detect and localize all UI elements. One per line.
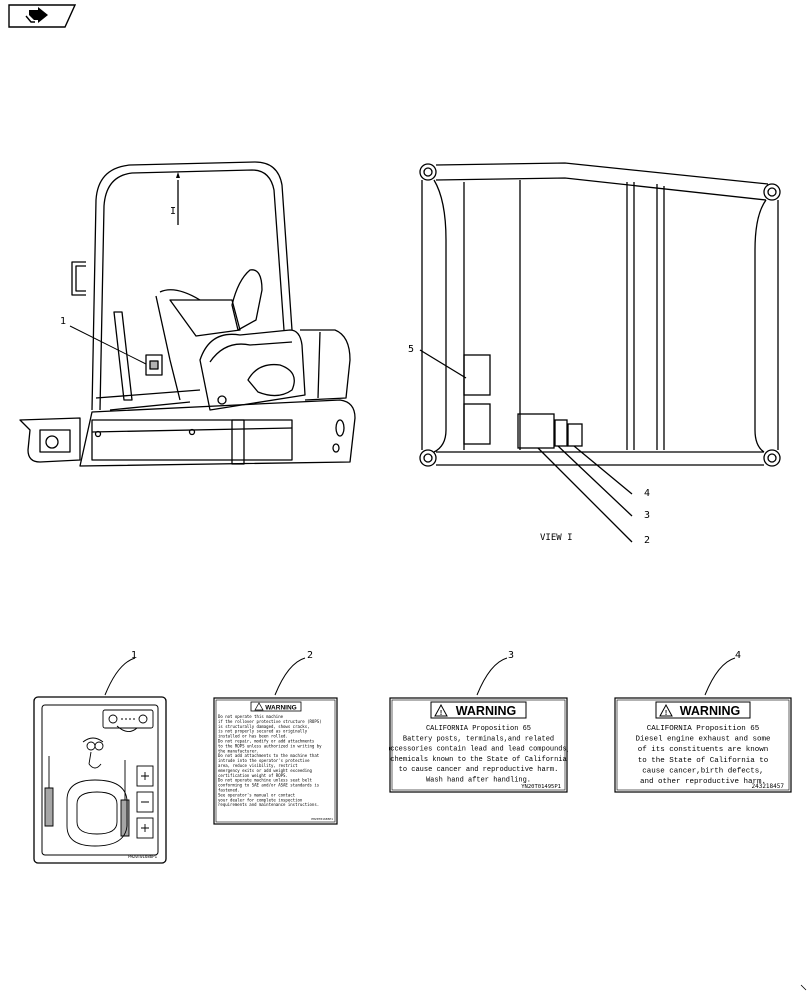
decal4-line: cause cancer,birth defects, [642,767,764,775]
decal2-line: Do not operate this machine [218,714,284,719]
decal3-line: Wash hand after handling. [426,777,531,785]
decal-1: PH20T01686P1 [33,696,167,864]
decal3-line: accessories contain lead and lead compou… [389,746,568,754]
decal2-line: intrude into the operator's protective [218,758,310,763]
decal2-line: Do not repair, modify or add attachments [218,739,315,744]
decal2-line: See operator's manual or contact [218,792,296,797]
decal-4-label: 4 [735,650,742,661]
decal-4: ! WARNING CALIFORNIA Proposition 65 Diese… [614,697,792,793]
decal-3-header: WARNING [456,704,516,718]
decal2-line: area, reduce visibility, restrict [218,763,298,768]
decal-1-part-number: PH20T01686P1 [128,854,157,859]
callout-3: 3 [644,510,651,521]
decal-2-leader [270,655,310,697]
operator-controls-pictogram: PH20T01686P1 [33,696,167,864]
svg-text:!: ! [440,710,442,717]
view-i-frame: 5 4 3 2 VIEW I [400,150,800,550]
decal4-line: of its constituents are known [638,746,769,754]
decal-3-label: 3 [508,650,515,661]
decal2-line: conforming to SAE and/or ASAE standards … [218,783,320,788]
decal2-line: emergency exits or add weight exceeding [218,768,313,773]
decal2-line: is structurally damaged, shows cracks, [218,724,310,729]
decal2-line: to the ROPS unless authorized in writing… [218,743,322,748]
corner-mark [800,984,808,992]
decal-2-header: WARNING [265,705,296,712]
decal2-line: fastened. [218,788,240,793]
decal2-line: if the rollover protective structure (RO… [218,719,322,724]
decal4-line: CALIFORNIA Proposition 65 [647,725,760,733]
callout-5: 5 [408,344,415,355]
decal-4-leader [700,655,740,697]
decal2-line: installed or has been rolled. [218,734,288,739]
decal-1-label: 1 [131,650,138,661]
decal-2-label: 2 [307,650,314,661]
decal-4-part-number: 243218457 [751,783,784,790]
decal3-line: to cause cancer and reproductive harm. [399,766,559,774]
decal2-line: requirements and maintenance instruction… [218,802,319,807]
svg-text:!: ! [665,710,667,717]
decal-3-part-number: YN20T01495P1 [521,784,561,790]
decal-2-part-number: PH20T01685P1 [311,817,333,821]
decal2-line: the manufacturer. [218,748,259,753]
callout-1: 1 [60,316,67,327]
decal2-line: Do not operate machine unless seat belt [218,778,313,783]
excavator-view: 1 I [10,150,370,480]
decal2-line: Do not add attachments to the machine th… [218,753,320,758]
decal-1-leader [100,655,140,697]
decal2-line: certification weight of ROPS. [218,773,288,778]
decal-3: ! WARNING CALIFORNIA Proposition 65 Batte… [389,697,568,793]
decal3-line: chemicals known to the State of Californ… [390,756,566,764]
decal3-line: CALIFORNIA Proposition 65 [426,725,531,733]
decal4-line: and other reproductive harm. [640,778,766,786]
excavator-drawing [19,161,356,467]
decal2-line: is not properly secured as originally [218,729,308,734]
view-arrow-label: I [170,206,177,217]
decal3-line: Battery posts, terminals,and related [403,735,554,743]
callout-4: 4 [644,488,651,499]
callout-2: 2 [644,535,651,546]
decal4-line: to the State of California to [638,757,769,765]
decal-3-leader [472,655,512,697]
rops-frame-drawing [419,162,781,543]
next-page-arrow-icon[interactable] [8,4,76,28]
decal2-line: your dealer for complete inspection [218,797,303,802]
diesel-prop65-decal: ! WARNING CALIFORNIA Proposition 65 Diese… [614,697,792,793]
battery-prop65-decal: ! WARNING CALIFORNIA Proposition 65 Batte… [389,697,568,793]
view-label: VIEW I [540,533,573,543]
nav-badge[interactable] [8,4,76,28]
decal-4-header: WARNING [680,704,740,718]
decal4-line: Diesel engine exhaust and some [635,736,770,744]
